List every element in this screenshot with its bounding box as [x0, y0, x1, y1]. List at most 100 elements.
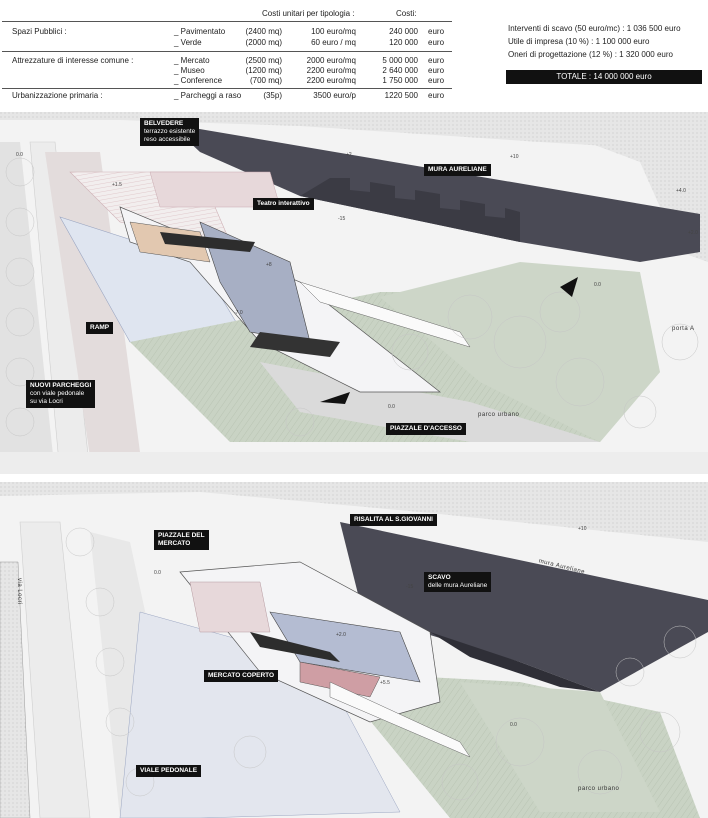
via-locri-street: [19, 521, 91, 818]
label-scavo: SCAVO delle mura Aureliane: [424, 572, 492, 592]
cost-currency: euro: [428, 38, 445, 47]
excavation: [430, 632, 600, 692]
building-shadow: [250, 632, 340, 662]
market-steps: [189, 581, 271, 633]
cost-header-total: Costi:: [396, 9, 417, 18]
direction-arrow: [320, 392, 350, 404]
cost-qty: (1200 mq): [245, 66, 282, 75]
summary-row: Interventi di scavo (50 euro/mc) : 1 036…: [508, 24, 681, 33]
cost-currency: euro: [428, 91, 445, 100]
cost-currency: euro: [428, 27, 445, 36]
porta-text: porta A: [672, 326, 695, 332]
cost-unit: 60 euro / mq: [311, 38, 356, 47]
label-viale-pedonale: VIALE PEDONALE: [136, 765, 202, 777]
parco-urbano-text: parco urbano: [578, 786, 620, 792]
via-locri-text: via Locri: [16, 578, 22, 605]
cost-value: 1220 500: [384, 91, 418, 100]
label-ramp: RAMP: [86, 322, 114, 334]
label-piazzale-mercato: PIAZZALE DEL MERCATO: [154, 530, 209, 550]
direction-arrow: [560, 277, 578, 297]
level-mark: +10: [510, 154, 519, 160]
plan-bottom-drawing: [0, 482, 708, 818]
cost-item: _ Parcheggi a raso: [174, 91, 242, 100]
cost-category: Spazi Pubblici :: [12, 27, 67, 36]
built-area: [540, 112, 708, 262]
level-mark: +4.0: [676, 188, 686, 194]
cost-currency: euro: [428, 76, 445, 85]
level-mark: +5.5: [380, 680, 390, 686]
building-block: [0, 561, 31, 818]
cost-value: 5 000 000: [382, 56, 418, 65]
wall-battlements: [300, 178, 520, 242]
building-shadow: [160, 232, 255, 252]
level-mark: +10: [578, 526, 587, 532]
cost-category: Urbanizzazione primaria :: [12, 91, 103, 100]
level-mark: 0.0: [594, 282, 601, 288]
summary-row: Oneri di progettazione (12 %) : 1 320 00…: [508, 50, 673, 59]
cost-item: _ Conference: [174, 76, 223, 85]
site-plan-top: BELVEDERE terrazzo esistente reso access…: [0, 112, 708, 474]
cost-value: 240 000: [389, 27, 418, 36]
level-mark: +2.0: [688, 230, 698, 236]
level-mark: 0.0: [16, 152, 23, 158]
label-nuovi-parcheggi: NUOVI PARCHEGGI con viale pedonale su vi…: [26, 380, 96, 408]
urban-park: [380, 262, 660, 442]
cost-qty: (2500 mq): [245, 56, 282, 65]
cost-unit: 100 euro/mq: [311, 27, 356, 36]
market-volume: [299, 661, 381, 698]
cost-unit: 2200 euro/mq: [306, 66, 356, 75]
cost-value: 1 750 000: [382, 76, 418, 85]
cost-value: 120 000: [389, 38, 418, 47]
label-belvedere: BELVEDERE terrazzo esistente reso access…: [140, 118, 200, 146]
bottom-road: [0, 452, 708, 474]
label-teatro-interattivo: Teatro interattivo: [253, 198, 314, 210]
cost-item: _ Verde: [174, 38, 202, 47]
table-divider: [2, 88, 452, 89]
level-mark: +1.5: [112, 182, 122, 188]
mura-aureliane-wall: [340, 522, 708, 692]
plan-top-drawing: [0, 112, 708, 474]
market-beam: [329, 681, 471, 758]
cost-item: _ Mercato: [174, 56, 210, 65]
cost-qty: (35p): [263, 91, 282, 100]
built-area: [0, 112, 708, 152]
level-mark: +8: [266, 262, 272, 268]
cost-qty: (700 mq): [249, 76, 282, 85]
cost-qty: (2000 mq): [245, 38, 282, 47]
table-divider: [2, 51, 452, 52]
cost-currency: euro: [428, 66, 445, 75]
label-risalita: RISALITA AL S.GIOVANNI: [350, 514, 437, 526]
cost-category: Attrezzature di interesse comune :: [12, 56, 134, 65]
building-beam: [299, 281, 471, 348]
cost-unit: 2200 euro/mq: [306, 76, 356, 85]
level-mark: -7.0: [234, 310, 243, 316]
total-badge: TOTALE : 14 000 000 euro: [506, 70, 702, 84]
building-shadow: [250, 332, 340, 357]
label-mura-aureliane: MURA AURELIANE: [424, 164, 491, 176]
site-plan-bottom: RISALITA AL S.GIOVANNI PIAZZALE DEL MERC…: [0, 482, 708, 818]
cost-table: Costi unitari per tipologia : Costi: Spa…: [0, 0, 460, 104]
cost-value: 2 640 000: [382, 66, 418, 75]
level-mark: -15: [406, 584, 414, 590]
level-mark: -15: [338, 216, 346, 222]
urban-park: [460, 682, 660, 812]
cost-unit: 3500 euro/p: [313, 91, 356, 100]
mura-aureliane-wall: [170, 124, 700, 262]
parco-urbano-text: parco urbano: [478, 412, 520, 418]
level-mark: 0.0: [510, 722, 517, 728]
cost-item: _ Museo: [174, 66, 205, 75]
label-mercato-coperto: MERCATO COPERTO: [204, 670, 279, 682]
built-area: [0, 482, 708, 542]
level-mark: +2.0: [336, 632, 346, 638]
table-divider: [2, 21, 452, 22]
cost-currency: euro: [428, 56, 445, 65]
cost-unit: 2000 euro/mq: [306, 56, 356, 65]
cost-header-unit: Costi unitari per tipologia :: [262, 9, 355, 18]
label-piazzale-accesso: PIAZZALE D'ACCESSO: [386, 423, 466, 435]
cost-item: _ Pavimentato: [174, 27, 226, 36]
summary-row: Utile di impresa (10 %) : 1 100 000 euro: [508, 37, 650, 46]
tree-circles: [65, 527, 697, 801]
level-mark: +2: [346, 152, 352, 158]
level-mark: 0.0: [154, 570, 161, 576]
level-mark: 0.0: [388, 404, 395, 410]
